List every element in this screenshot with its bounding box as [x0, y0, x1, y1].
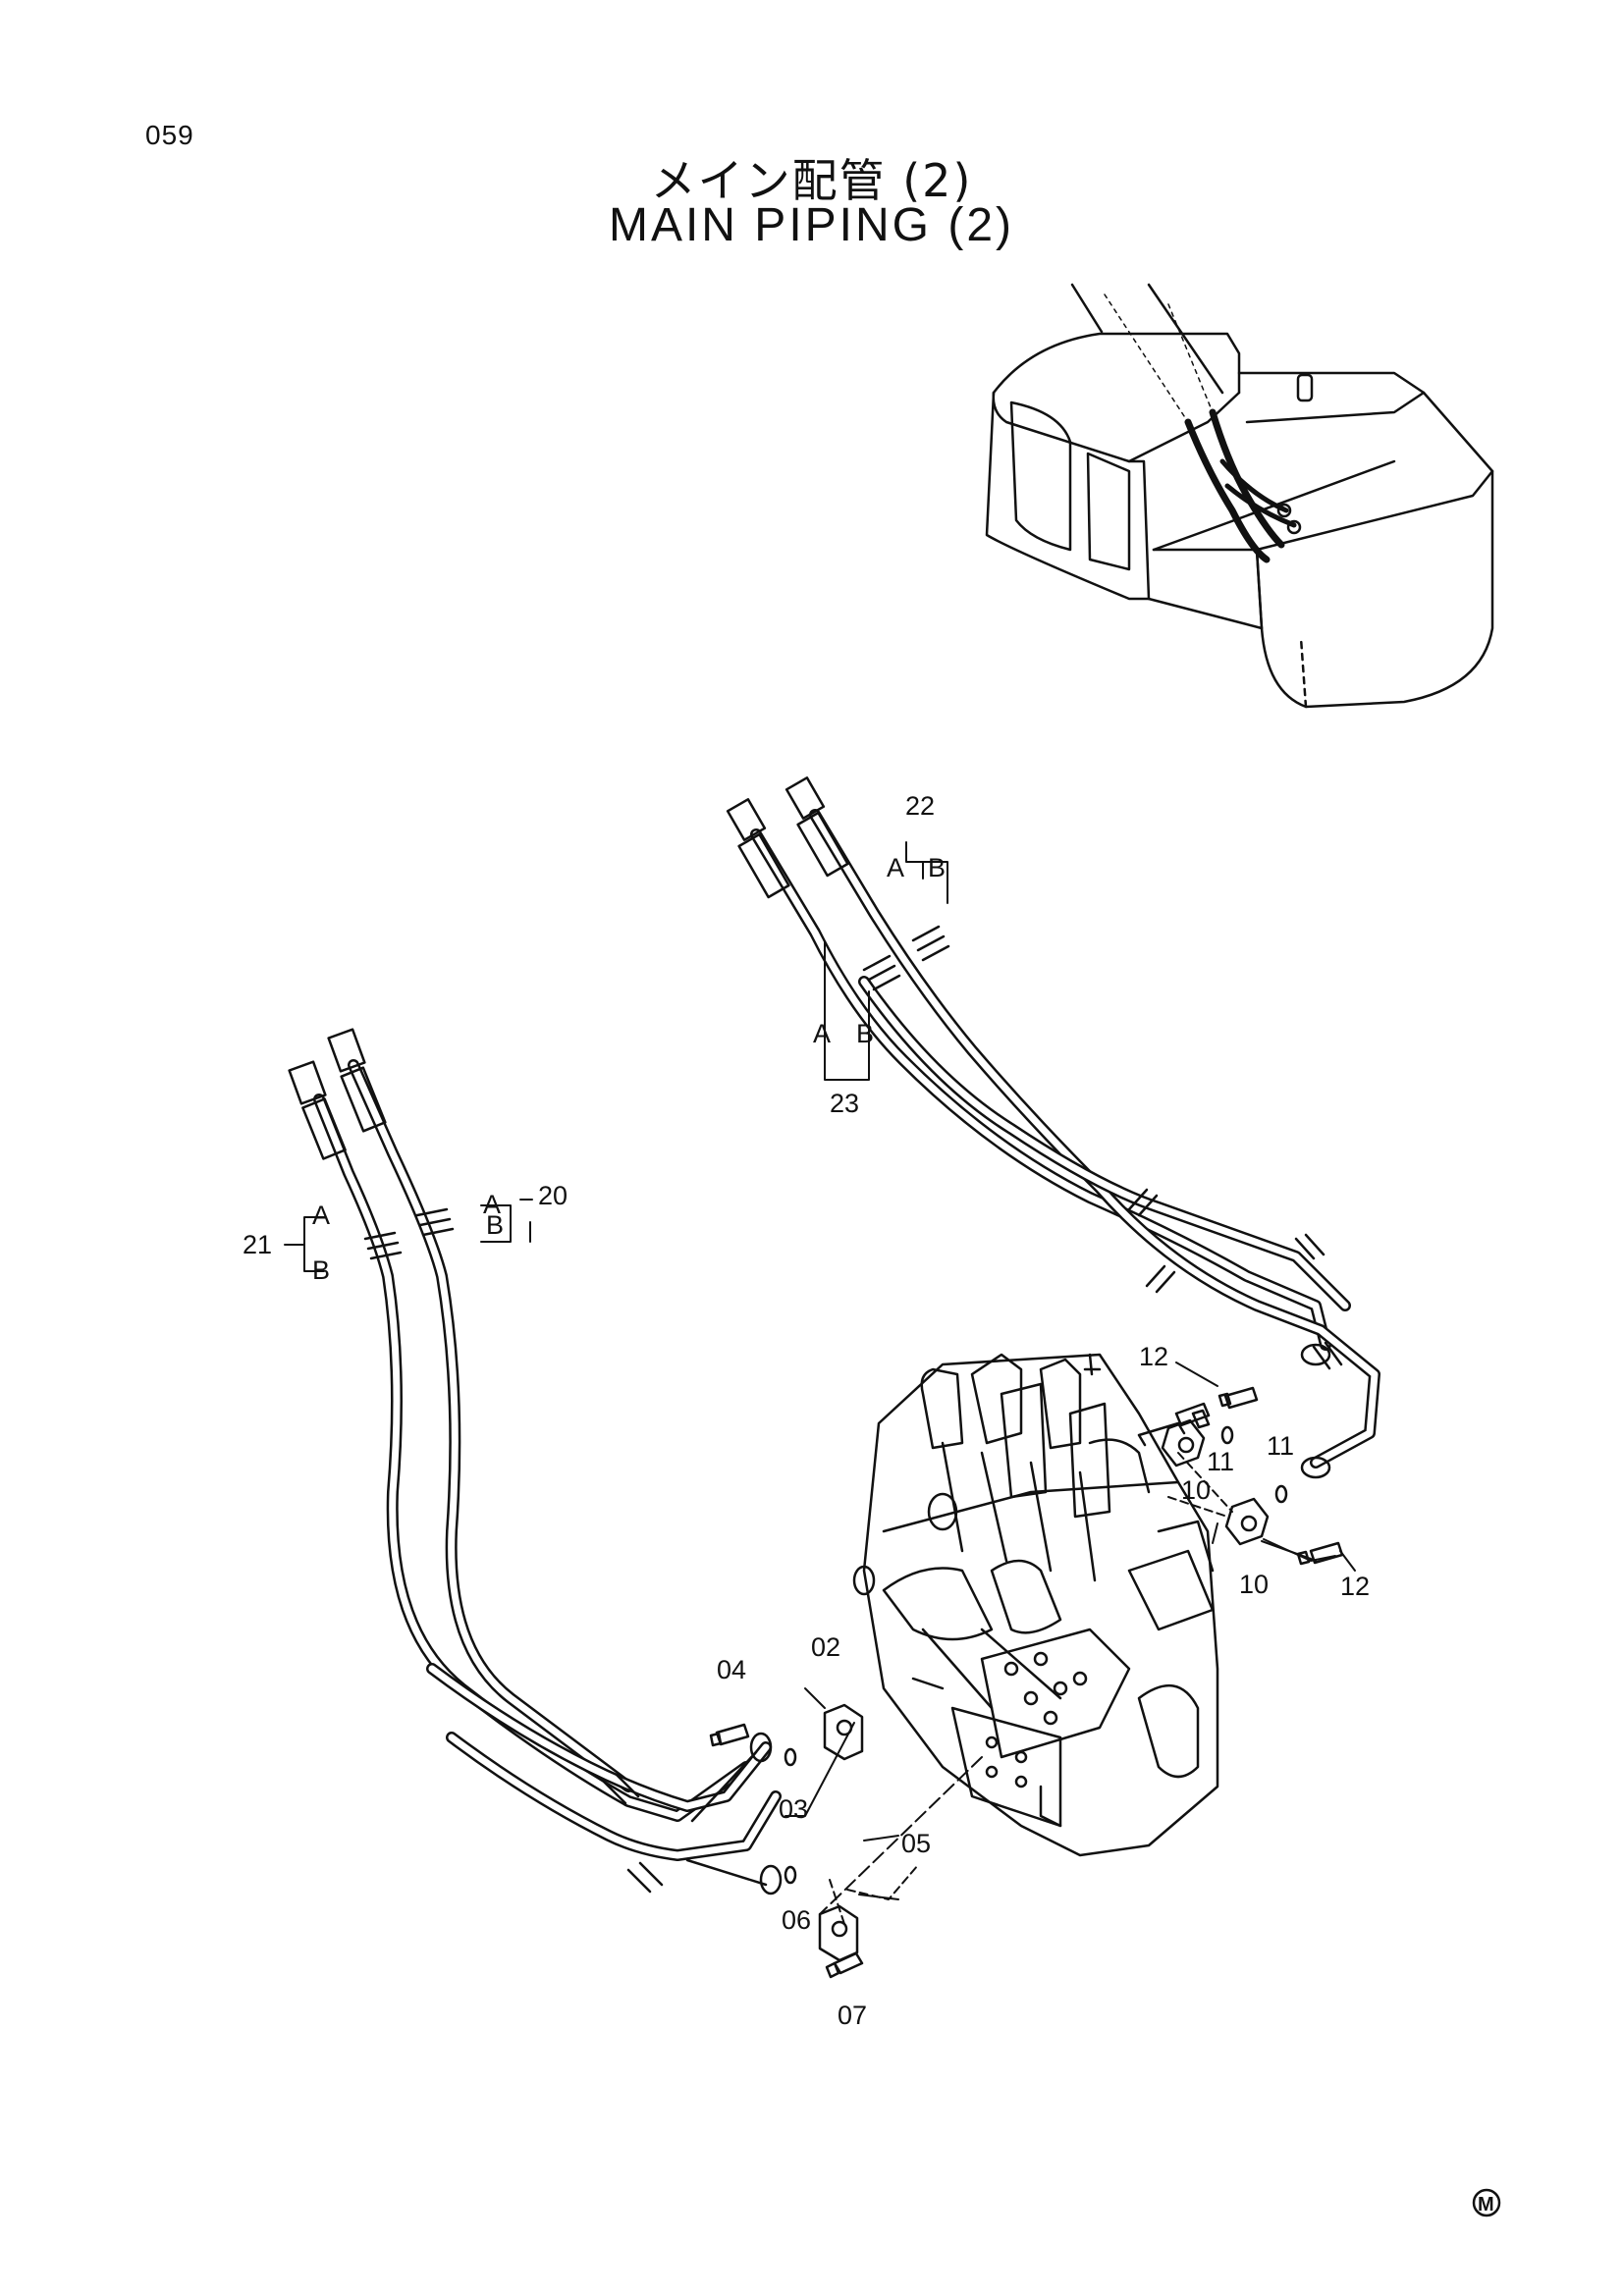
callout-22-b: B	[928, 853, 946, 882]
callout-05: 05	[901, 1829, 931, 1858]
hose-assembly-22-23	[726, 776, 1380, 1479]
callout-21-b: B	[312, 1255, 330, 1285]
excavator-locator-illustration	[985, 283, 1494, 709]
callout-20-a: A	[483, 1190, 501, 1219]
callout-10-lower: 10	[1239, 1570, 1269, 1599]
callout-22: 22	[905, 791, 935, 821]
hose-assembly-20-21	[288, 1028, 783, 1896]
control-valve-block	[852, 1353, 1219, 1857]
callout-02: 02	[811, 1632, 840, 1662]
callout-23-a: A	[813, 1019, 831, 1048]
callout-11-lower: 11	[1267, 1431, 1294, 1461]
callout-20: 20	[538, 1181, 568, 1210]
callout-20-b: B	[486, 1210, 504, 1240]
callout-12-upper: 12	[1139, 1342, 1168, 1371]
callout-22-a: A	[887, 853, 904, 882]
callout-labels: 22 A B A B 23 A B 20 A B 21 12 11 10 11 …	[243, 791, 1370, 2030]
callout-03: 03	[779, 1794, 808, 1824]
callout-06: 06	[782, 1905, 811, 1935]
page-number: 059	[145, 120, 194, 150]
callout-07: 07	[838, 2001, 867, 2030]
callout-11-upper: 11	[1207, 1447, 1234, 1476]
page-title-english: MAIN PIPING (2)	[608, 199, 1015, 251]
callout-12-lower: 12	[1340, 1572, 1370, 1601]
page-title-japanese: メイン配管 (2)	[650, 154, 973, 207]
callout-10-upper: 10	[1181, 1475, 1211, 1505]
fittings	[709, 1386, 1344, 1979]
leader-lines	[284, 841, 1356, 1925]
svg-text:M: M	[1478, 2194, 1494, 2216]
brand-mark: M	[1472, 2188, 1501, 2217]
callout-21-a: A	[312, 1201, 330, 1230]
callout-21: 21	[243, 1230, 272, 1259]
callout-23-b: B	[856, 1019, 874, 1048]
callout-04: 04	[717, 1655, 746, 1684]
callout-23: 23	[830, 1089, 859, 1118]
